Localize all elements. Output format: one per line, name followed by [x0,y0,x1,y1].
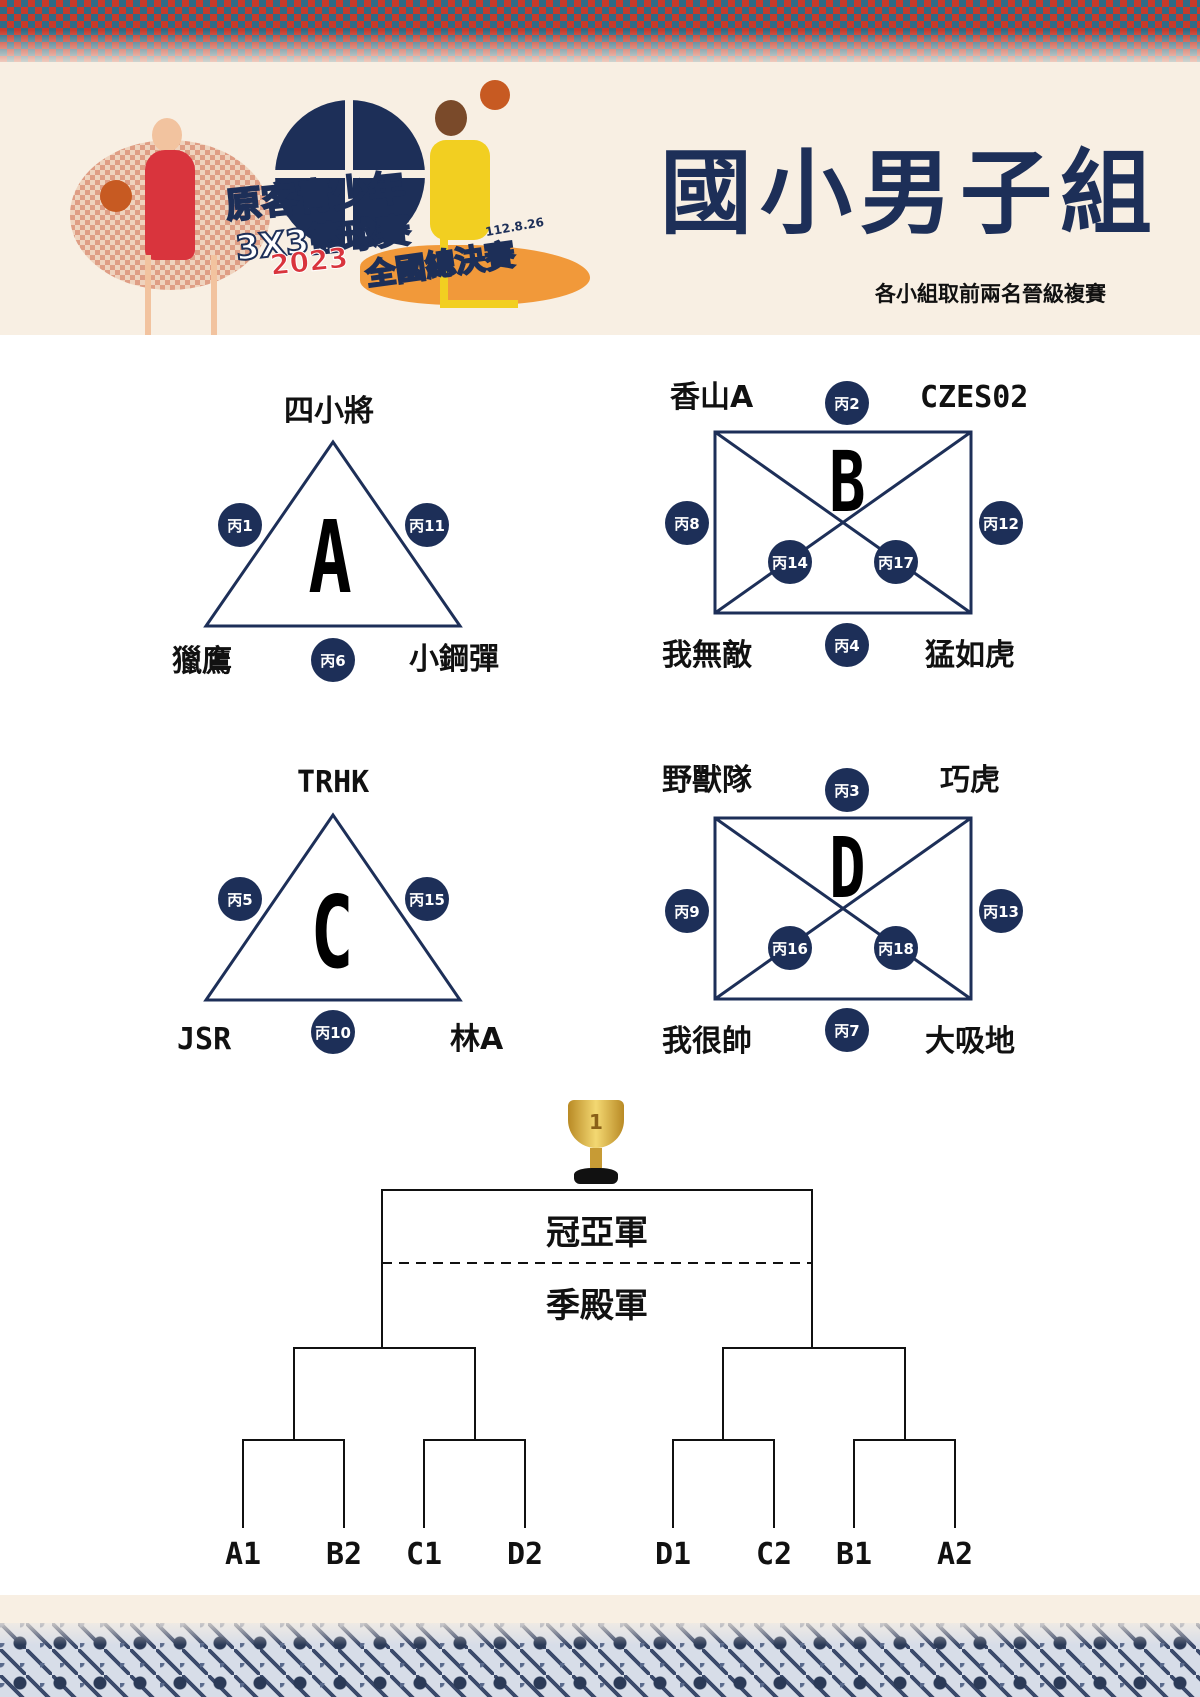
group-b-team-bottom-right: 猛如虎 [925,638,1015,673]
group-d-team-bottom-left: 我很帥 [662,1024,752,1059]
seed-label: C1 [405,1537,443,1572]
trophy-stem [590,1148,602,1168]
seed-label: B1 [835,1537,873,1572]
group-d-team-bottom-right: 大吸地 [925,1024,1015,1059]
logo-splash [360,245,590,305]
player-left-figure [145,150,195,260]
basketball-icon [480,80,510,110]
seed-label: C2 [755,1537,793,1572]
player-right-legs [440,230,518,308]
group-b-team-top-left: 香山A [670,380,754,415]
game-badge: 丙16 [768,926,812,970]
group-a-team-left: 獵鷹 [172,644,232,679]
seed-label: D1 [654,1537,692,1572]
game-badge: 丙15 [405,877,449,921]
group-b-team-bottom-left: 我無敵 [662,638,752,673]
seed-label: D2 [506,1537,544,1572]
trophy-base [574,1168,618,1184]
game-badge: 丙11 [405,503,449,547]
player-left-head [152,118,182,152]
trophy-number: 1 [589,1110,603,1134]
game-badge: 丙14 [768,540,812,584]
footer-pattern-border [0,1595,1200,1697]
seed-label: A1 [224,1537,262,1572]
basketball-icon [275,100,425,250]
seed-label: B2 [325,1537,363,1572]
footer-fade [0,1615,1200,1645]
basketball-icon [100,180,132,212]
header: 原客青少年 3X3籃球賽 2023 全國總決賽 112.8.26 國小男子組 各… [0,0,1200,335]
group-a-team-top: 四小將 [284,394,374,429]
group-c-letter: C [310,874,354,991]
page-subtitle: 各小組取前兩名晉級複賽 [875,282,1106,306]
group-d-letter: D [829,819,866,917]
top-pattern-fade [0,30,1200,70]
player-left-legs [145,255,217,335]
game-badge: 丙9 [665,889,709,933]
game-badge: 丙1 [218,503,262,547]
logo-year: 2023 [268,241,350,283]
seed-label: A2 [936,1537,974,1572]
game-badge: 丙3 [825,768,869,812]
game-badge: 丙7 [825,1008,869,1052]
game-badge: 丙6 [311,638,355,682]
group-c-team-top: TRHK [297,765,370,800]
game-badge: 丙5 [218,877,262,921]
game-badge: 丙17 [874,540,918,584]
final-label: 冠亞軍 [546,1213,648,1253]
third-place-label: 季殿軍 [546,1286,648,1326]
game-badge: 丙4 [825,623,869,667]
group-a-team-right: 小鋼彈 [409,642,499,677]
event-logo: 原客青少年 3X3籃球賽 2023 全國總決賽 112.8.26 [60,80,620,335]
group-a-letter: A [308,499,352,616]
knockout-bracket: 1 冠亞軍 季殿軍 A1 B2 C1 D2 D1 C2 B1 A2 [0,1090,1200,1590]
game-badge: 丙13 [979,889,1023,933]
group-d-team-top-right: 巧虎 [940,763,1000,798]
player-right-head [435,100,467,136]
game-badge: 丙2 [825,381,869,425]
group-c-team-left: JSR [177,1022,232,1057]
game-badge: 丙8 [665,501,709,545]
trophy-icon: 1 [558,1100,634,1190]
page-title: 國小男子組 [660,140,1161,247]
group-d-team-top-left: 野獸隊 [662,763,752,798]
group-c-team-right: 林A [450,1022,504,1057]
player-right-figure [430,140,490,240]
game-badge: 丙12 [979,501,1023,545]
group-b-letter: B [829,433,866,531]
trophy-cup [568,1100,624,1148]
group-b-team-top-right: CZES02 [920,380,1029,415]
game-badge: 丙10 [311,1010,355,1054]
game-badge: 丙18 [874,926,918,970]
bracket-lines [242,1189,956,1528]
